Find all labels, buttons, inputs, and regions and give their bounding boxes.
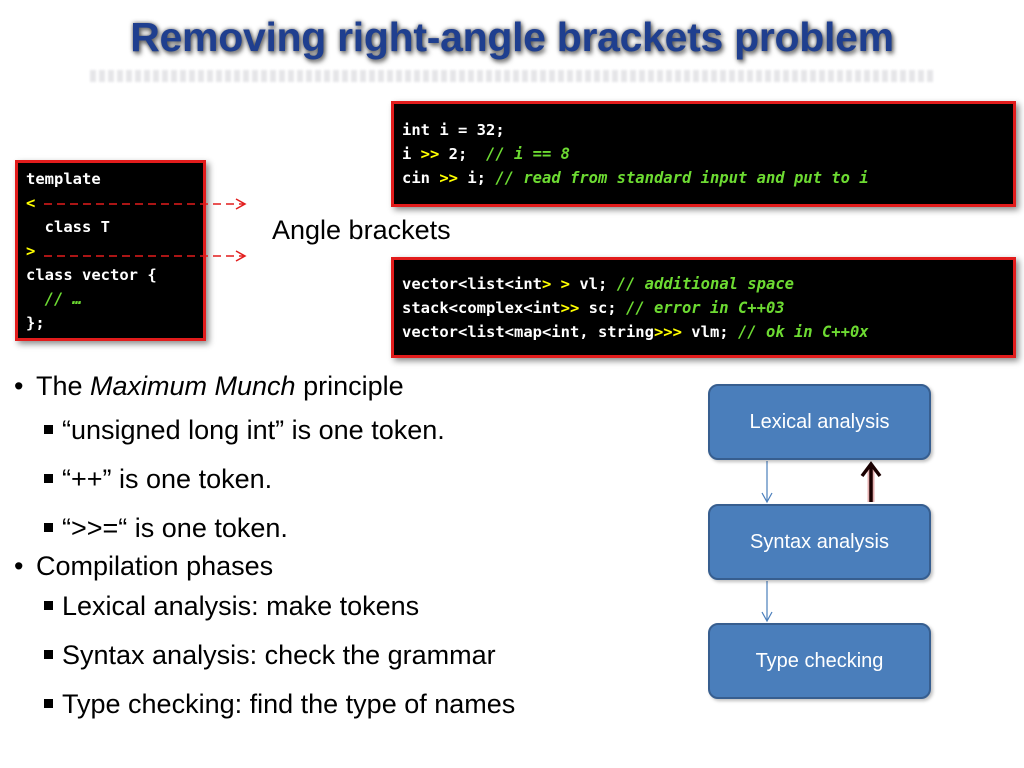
- munch-prefix: The: [36, 371, 91, 401]
- code-line: vector<list<map<int, string>>> vlm; // o…: [402, 320, 1005, 344]
- sub-bullet: Lexical analysis: make tokens: [14, 584, 515, 633]
- code-text: vl;: [570, 275, 617, 293]
- code-comment: // …: [26, 290, 82, 308]
- code-line: };: [26, 311, 195, 335]
- code-line: cin >> i; // read from standard input an…: [402, 166, 1005, 190]
- code-line: <: [26, 191, 195, 215]
- dashed-arrow-gt: [44, 250, 247, 262]
- square-bullet-icon: [44, 601, 53, 610]
- code-line: template: [26, 167, 195, 191]
- square-bullet-icon: [44, 699, 53, 708]
- dashed-arrow-lt: [44, 198, 247, 210]
- code-comment: // read from standard input and put to i: [495, 169, 869, 187]
- code-bracket-token: >>>: [653, 323, 682, 341]
- code-text: vlm;: [681, 323, 738, 341]
- template-code-box: template < class T > class vector { // …};: [15, 160, 206, 341]
- code-line: class T: [26, 215, 195, 239]
- code-text: 2;: [439, 145, 487, 163]
- sub-bullet: “>>=“ is one token.: [14, 506, 515, 548]
- code-comment: // additional space: [616, 275, 794, 293]
- code-bracket-token: >: [541, 275, 552, 293]
- sub-bullet: Type checking: find the type of names: [14, 682, 515, 731]
- munch-suffix: principle: [295, 371, 404, 401]
- sub-bullet-text: Lexical analysis: make tokens: [62, 591, 420, 621]
- lexical-analysis-box: Lexical analysis: [708, 384, 931, 460]
- code-line: int i = 32;: [402, 118, 1005, 142]
- code-line: i >> 2; // i == 8: [402, 142, 1005, 166]
- sub-bullet-text: “++” is one token.: [62, 464, 273, 494]
- title-reflection: [90, 70, 935, 82]
- code-line: vector<list<int> > vl; // additional spa…: [402, 272, 1005, 296]
- down-arrow-2: [761, 581, 773, 623]
- code-text: vector<list<map<int, string: [402, 323, 654, 341]
- slide-title: Removing right-angle brackets problem: [130, 14, 894, 60]
- code-text: cin: [402, 169, 440, 187]
- sub-bullet: “unsigned long int” is one token.: [14, 408, 515, 457]
- code-comment: // i == 8: [486, 145, 571, 163]
- phases-title: Compilation phases: [36, 551, 274, 581]
- code-text: vector<list<int: [402, 275, 542, 293]
- sub-bullet-text: Type checking: find the type of names: [62, 689, 516, 719]
- sub-bullet-text: Syntax analysis: check the grammar: [62, 640, 496, 670]
- code-text: i;: [458, 169, 496, 187]
- code-text: stack<complex<int: [402, 299, 561, 317]
- sub-bullet: “++” is one token.: [14, 457, 515, 506]
- code-bracket-token: >>: [439, 169, 458, 187]
- code-text: template: [26, 170, 101, 188]
- code-line: stack<complex<int>> sc; // error in C++0…: [402, 296, 1005, 320]
- square-bullet-icon: [44, 650, 53, 659]
- square-bullet-icon: [44, 474, 53, 483]
- code-comment: // error in C++03: [625, 299, 785, 317]
- square-bullet-icon: [44, 425, 53, 434]
- code-line: // …: [26, 287, 195, 311]
- bullet-dot: •: [14, 371, 24, 401]
- type-checking-box: Type checking: [708, 623, 931, 699]
- code-bracket-token: >>: [420, 145, 440, 163]
- code-text: class vector {: [26, 266, 157, 284]
- code-bracket-token: >>: [560, 299, 580, 317]
- code-text: class T: [26, 218, 110, 236]
- bullet-list: • The Maximum Munch principle “unsigned …: [14, 368, 515, 731]
- code-text: sc;: [579, 299, 626, 317]
- sub-bullet-text: “unsigned long int” is one token.: [62, 415, 445, 445]
- code-text: int i = 32;: [402, 121, 505, 139]
- code-bracket-token: <: [26, 194, 36, 212]
- munch-emphasis: Maximum Munch: [90, 371, 296, 401]
- bullet-dot: •: [14, 551, 24, 581]
- bullet-compilation-phases: • Compilation phases: [14, 548, 515, 584]
- code-line: class vector {: [26, 263, 195, 287]
- code-text: i: [402, 145, 421, 163]
- code-line: >: [26, 239, 195, 263]
- nested-template-code-box: vector<list<int> > vl; // additional spa…: [391, 257, 1016, 358]
- code-comment: // ok in C++0x: [737, 323, 869, 341]
- feedback-up-arrow-icon: [860, 461, 882, 502]
- sub-bullet: Syntax analysis: check the grammar: [14, 633, 515, 682]
- sub-bullet-text: “>>=“ is one token.: [62, 513, 288, 543]
- code-text: };: [26, 314, 45, 332]
- down-arrow-1: [761, 461, 773, 504]
- code-bracket-token: >: [26, 242, 36, 260]
- code-bracket-token: >: [560, 275, 571, 293]
- angle-brackets-label: Angle brackets: [272, 215, 451, 245]
- bullet-maximum-munch: • The Maximum Munch principle: [14, 368, 515, 408]
- square-bullet-icon: [44, 523, 53, 532]
- syntax-analysis-box: Syntax analysis: [708, 504, 931, 580]
